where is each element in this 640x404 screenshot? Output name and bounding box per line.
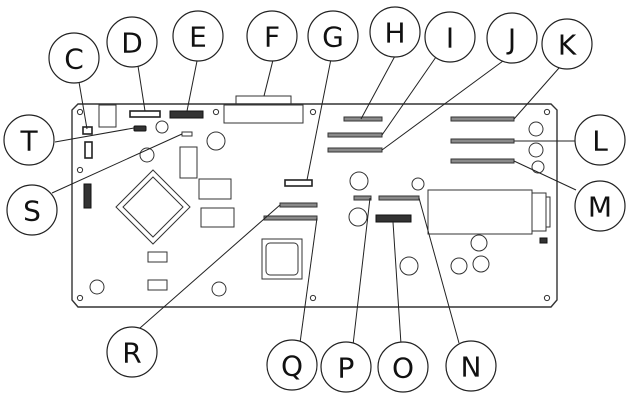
slot-m bbox=[450, 158, 515, 164]
slot-i bbox=[327, 132, 383, 138]
capacitor bbox=[349, 171, 369, 191]
callout-r: R bbox=[106, 326, 158, 378]
module-large bbox=[427, 189, 533, 235]
callout-label: H bbox=[384, 17, 405, 50]
slot-r bbox=[279, 202, 318, 208]
slot-k bbox=[450, 116, 515, 122]
callout-l: L bbox=[574, 114, 626, 166]
callout-d: D bbox=[106, 16, 158, 68]
capacitor bbox=[531, 160, 545, 174]
callout-n: N bbox=[445, 340, 497, 392]
capacitor bbox=[155, 120, 169, 134]
cpu-chip-inner bbox=[122, 176, 184, 238]
callout-label: L bbox=[592, 125, 608, 158]
cpu-chip-outer bbox=[115, 169, 191, 245]
slot-l bbox=[450, 138, 515, 144]
connector-t bbox=[133, 125, 147, 132]
callout-i: I bbox=[424, 11, 476, 63]
callout-q: Q bbox=[266, 339, 318, 391]
callout-label: C bbox=[64, 43, 84, 76]
power-block bbox=[98, 104, 117, 128]
callout-g: G bbox=[307, 10, 359, 62]
callout-label: M bbox=[588, 191, 612, 224]
callout-j: J bbox=[486, 12, 538, 64]
connector-left-upper bbox=[84, 141, 93, 159]
slot-h bbox=[343, 116, 383, 122]
mounting-hole bbox=[543, 108, 551, 116]
chip-square-outer bbox=[261, 238, 303, 280]
capacitor bbox=[528, 121, 544, 137]
callout-f: F bbox=[246, 10, 298, 62]
callout-label: D bbox=[121, 27, 143, 60]
capacitor bbox=[139, 147, 155, 163]
module-end bbox=[531, 192, 547, 232]
board-outline bbox=[71, 103, 558, 308]
callout-h: H bbox=[369, 6, 421, 58]
component-block bbox=[147, 279, 168, 291]
callout-label: I bbox=[446, 22, 454, 55]
callout-label: K bbox=[558, 29, 577, 62]
capacitor bbox=[348, 207, 368, 227]
connector-s bbox=[181, 131, 193, 137]
leader-lines bbox=[51, 55, 577, 346]
callout-o: O bbox=[377, 341, 429, 393]
mounting-hole bbox=[76, 294, 84, 302]
connector-g bbox=[284, 179, 313, 187]
slot-q bbox=[263, 215, 318, 221]
connector-d bbox=[129, 110, 161, 118]
mounting-hole bbox=[212, 108, 220, 116]
capacitor bbox=[211, 281, 227, 297]
connector-f bbox=[223, 104, 304, 124]
small-connector bbox=[539, 237, 548, 244]
mounting-hole bbox=[309, 294, 317, 302]
callout-e: E bbox=[172, 10, 224, 62]
callout-label: N bbox=[461, 351, 482, 384]
capacitor bbox=[450, 257, 468, 275]
mounting-hole bbox=[76, 166, 84, 174]
callout-p: P bbox=[320, 341, 372, 393]
mounting-hole bbox=[543, 294, 551, 302]
callout-label: S bbox=[23, 195, 41, 228]
callout-k: K bbox=[541, 18, 593, 70]
callout-label: O bbox=[392, 352, 414, 385]
callout-label: J bbox=[506, 23, 516, 56]
capacitor bbox=[206, 131, 226, 151]
slot-p bbox=[353, 195, 372, 201]
capacitor bbox=[472, 255, 490, 273]
capacitor bbox=[399, 256, 419, 276]
callout-label: E bbox=[189, 21, 207, 54]
slot-n bbox=[378, 195, 420, 201]
callout-label: T bbox=[19, 125, 38, 158]
callout-m: M bbox=[574, 180, 626, 232]
connector-o bbox=[375, 214, 412, 223]
capacitor bbox=[470, 234, 488, 252]
connector-left-lower bbox=[83, 183, 92, 209]
callout-label: F bbox=[264, 21, 280, 54]
callout-c: C bbox=[48, 32, 100, 84]
component-block bbox=[179, 146, 198, 179]
connector-e bbox=[169, 110, 204, 119]
slot-j bbox=[327, 147, 383, 153]
callout-label: Q bbox=[281, 350, 303, 383]
mounting-hole bbox=[309, 108, 317, 116]
callout-t: T bbox=[3, 114, 55, 166]
component-block bbox=[198, 178, 232, 200]
component-block bbox=[147, 251, 168, 263]
module-tab bbox=[545, 196, 551, 228]
capacitor bbox=[528, 142, 544, 158]
callout-label: P bbox=[338, 352, 355, 385]
callout-s: S bbox=[6, 184, 58, 236]
mounting-hole bbox=[76, 108, 84, 116]
capacitor bbox=[411, 177, 425, 191]
callout-label: R bbox=[122, 337, 141, 370]
connector-c bbox=[82, 126, 93, 135]
chip-square-inner bbox=[265, 242, 299, 276]
capacitor bbox=[89, 279, 105, 295]
component-block bbox=[200, 207, 235, 228]
callout-label: G bbox=[322, 21, 344, 54]
